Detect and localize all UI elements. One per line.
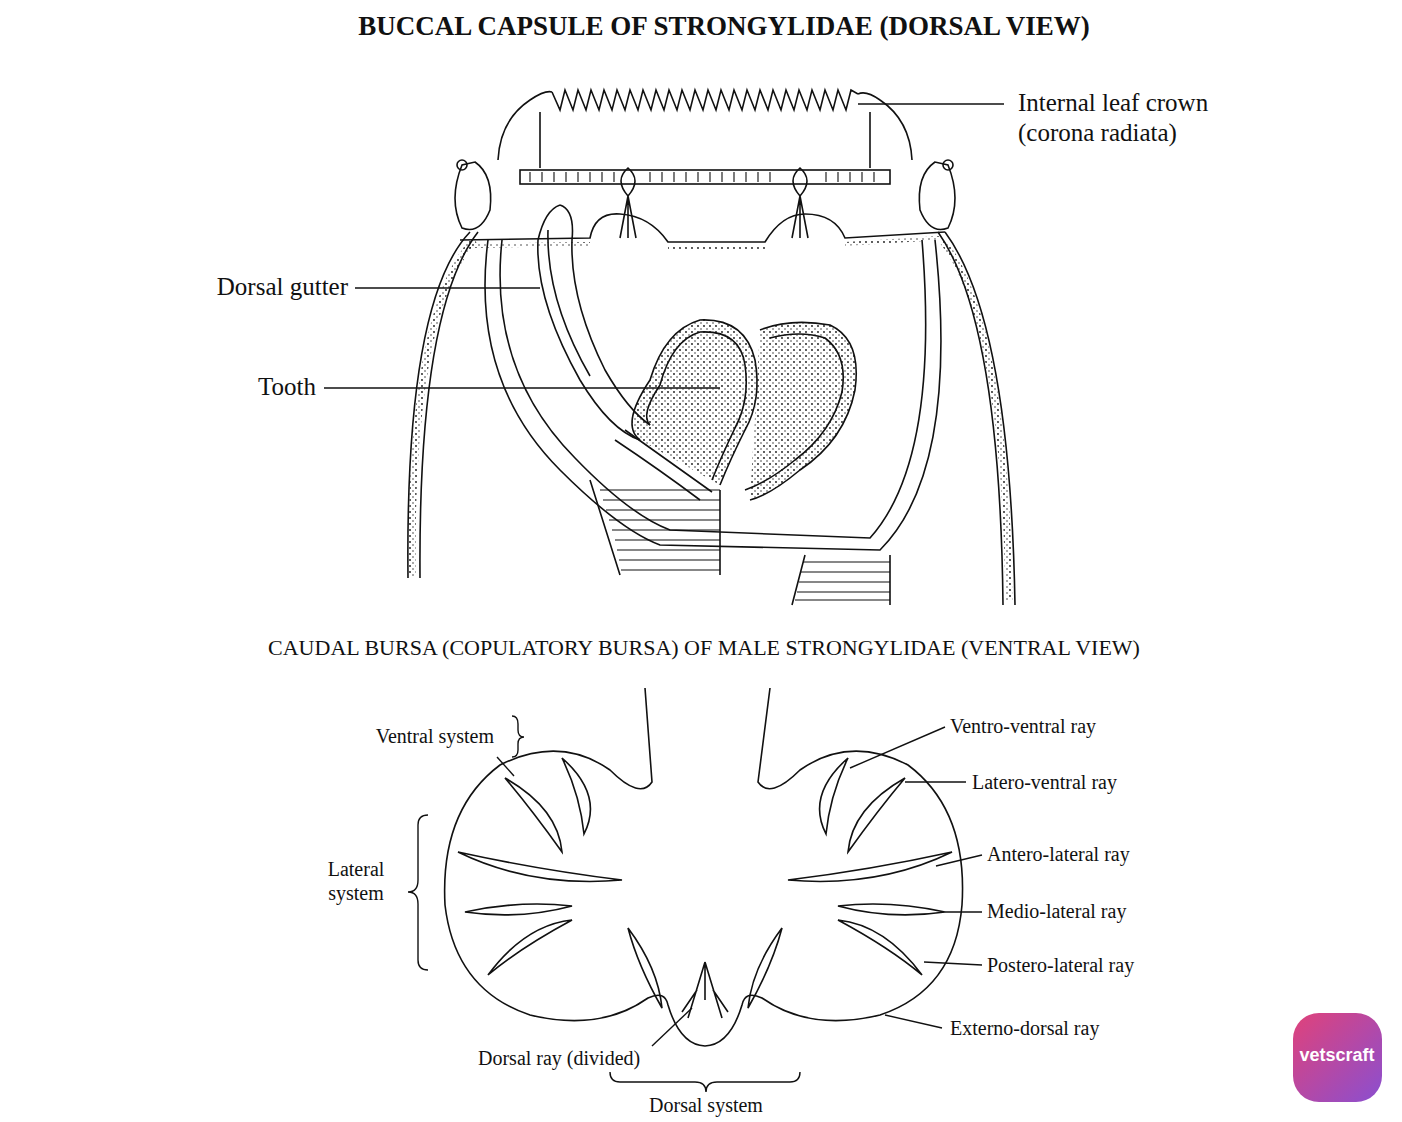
- part-label: Ventral system: [376, 724, 494, 748]
- part-label: Latero-ventral ray: [972, 770, 1117, 794]
- part-label: Dorsal ray (divided): [478, 1046, 640, 1070]
- part-label: Postero-lateral ray: [987, 953, 1134, 977]
- part-label: Externo-dorsal ray: [950, 1016, 1099, 1040]
- section-heading: CAUDAL BURSA (COPULATORY BURSA) OF MALE …: [268, 635, 1140, 661]
- part-label: Medio-lateral ray: [987, 899, 1126, 923]
- part-label: Dorsal system: [649, 1093, 763, 1117]
- part-label: Tooth: [258, 372, 316, 402]
- part-label: Antero-lateral ray: [987, 842, 1130, 866]
- part-label: Lateral system: [311, 857, 401, 905]
- part-label: Ventro-ventral ray: [950, 714, 1096, 738]
- watermark: vetscraft: [1299, 1045, 1374, 1067]
- part-label: Dorsal gutter: [217, 272, 348, 302]
- diagram-title: BUCCAL CAPSULE OF STRONGYLIDAE (DORSAL V…: [358, 10, 1089, 42]
- part-label: Internal leaf crown (corona radiata): [1018, 88, 1253, 148]
